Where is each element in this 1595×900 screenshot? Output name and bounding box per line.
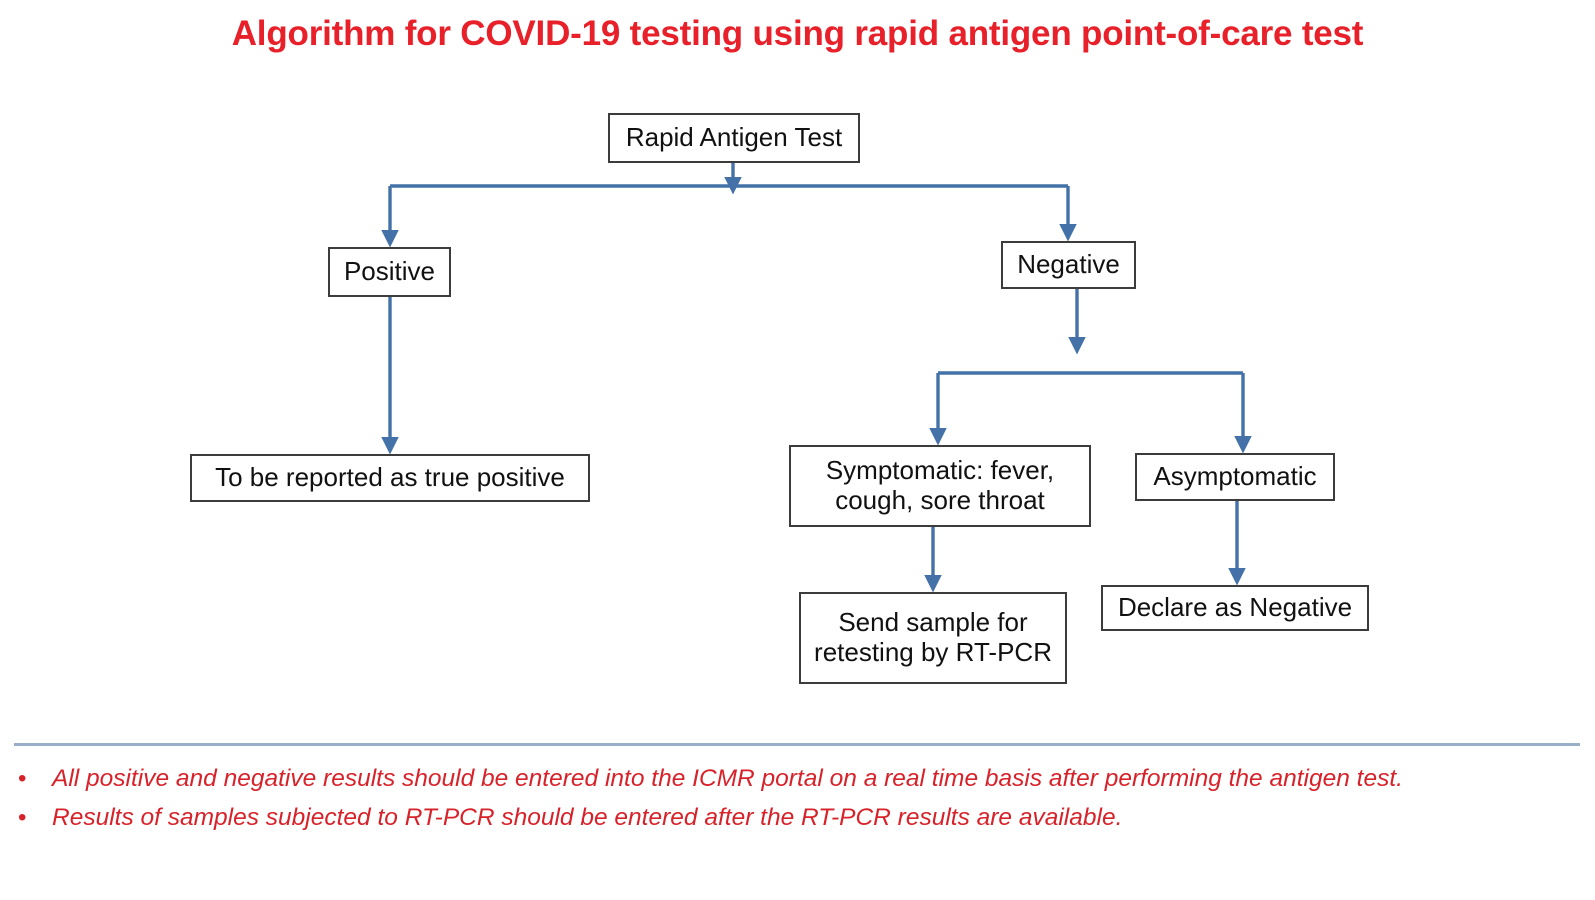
flow-node-label: Asymptomatic — [1153, 461, 1317, 492]
note-text: All positive and negative results should… — [52, 765, 1403, 792]
flow-node-label: Rapid Antigen Test — [625, 122, 843, 153]
bullet-icon: • — [18, 803, 27, 831]
flowchart: Rapid Antigen Test Positive Negative To … — [190, 113, 1369, 684]
flow-node-true-positive[interactable]: To be reported as true positive — [190, 454, 590, 502]
notes-list: • All positive and negative results shou… — [18, 763, 1578, 841]
section-divider — [14, 743, 1580, 746]
flow-node-symptomatic[interactable]: Symptomatic: fever, cough, sore throat — [789, 445, 1091, 527]
flow-node-label: To be reported as true positive — [215, 462, 565, 493]
note-item: • All positive and negative results shou… — [18, 763, 1578, 796]
flow-node-label: Positive — [343, 256, 436, 287]
flow-node-send-sample-rtpcr[interactable]: Send sample for retesting by RT-PCR — [799, 592, 1067, 684]
flow-node-negative[interactable]: Negative — [1001, 241, 1136, 289]
flow-node-label: Symptomatic: fever, cough, sore throat — [825, 455, 1055, 515]
note-text: Results of samples subjected to RT-PCR s… — [52, 803, 1123, 831]
page-title: Algorithm for COVID-19 testing using rap… — [231, 14, 1364, 53]
flow-node-declare-as-negative[interactable]: Declare as Negative — [1101, 585, 1369, 631]
flow-node-label: Declare as Negative — [1117, 592, 1353, 623]
flow-node-rapid-antigen-test[interactable]: Rapid Antigen Test — [608, 113, 860, 163]
flow-node-label: Negative — [1017, 249, 1120, 280]
flow-node-positive[interactable]: Positive — [328, 247, 451, 297]
note-item: • Results of samples subjected to RT-PCR… — [18, 802, 1578, 835]
flow-node-label: Send sample for retesting by RT-PCR — [814, 607, 1052, 667]
flow-node-asymptomatic[interactable]: Asymptomatic — [1135, 453, 1335, 501]
bullet-icon: • — [18, 765, 27, 792]
